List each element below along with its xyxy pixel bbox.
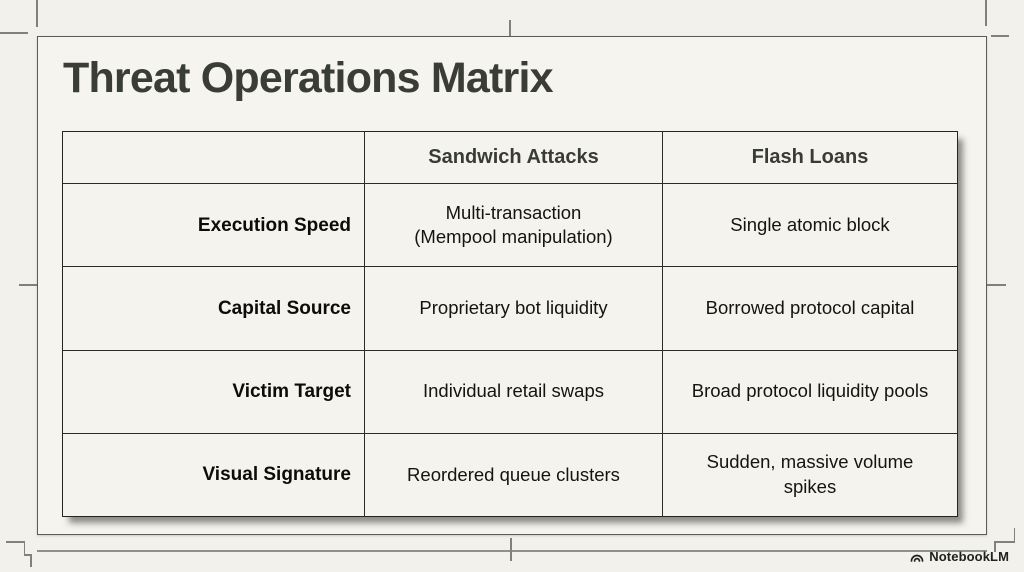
cell-visual-signature-sandwich: Reordered queue clusters — [364, 432, 662, 516]
cell-execution-speed-sandwich: Multi-transaction (Mempool manipulation) — [364, 183, 662, 267]
table-corner-cell — [63, 132, 364, 183]
branding-footer: NotebookLM — [910, 549, 1009, 564]
notebooklm-logo-icon — [910, 551, 924, 563]
row-label-execution-speed: Execution Speed — [63, 183, 364, 266]
row-label-visual-signature: Visual Signature — [63, 432, 364, 516]
cell-victim-target-flash: Broad protocol liquidity pools — [662, 349, 957, 433]
cell-visual-signature-flash: Sudden, massive volume spikes — [662, 432, 957, 516]
page-title: Threat Operations Matrix — [63, 54, 554, 102]
crop-mark-middle-right-tick — [987, 284, 1006, 286]
cell-victim-target-sandwich: Individual retail swaps — [364, 349, 662, 433]
crop-mark-bottom-left-step — [30, 554, 32, 567]
crop-mark-bottom-left-step — [23, 541, 25, 555]
crop-mark-bottom-right-step — [994, 541, 996, 552]
crop-mark-top-center-tick — [509, 20, 511, 37]
notebooklm-label: NotebookLM — [929, 549, 1009, 564]
crop-mark-top-right-tick — [991, 35, 1009, 37]
cell-execution-speed-flash: Single atomic block — [662, 183, 957, 267]
row-label-victim-target: Victim Target — [63, 349, 364, 433]
threat-operations-table: Sandwich Attacks Flash Loans Execution S… — [62, 131, 958, 517]
cell-capital-source-flash: Borrowed protocol capital — [662, 266, 957, 350]
crop-mark-bottom-right-step — [1013, 528, 1015, 542]
bottom-rule-line — [37, 550, 987, 552]
crop-mark-bottom-left-step — [23, 554, 32, 556]
row-label-capital-source: Capital Source — [63, 266, 364, 349]
cell-capital-source-sandwich: Proprietary bot liquidity — [364, 266, 662, 350]
crop-mark-top-left-horizontal — [0, 32, 28, 34]
crop-mark-bottom-right-step — [994, 541, 1015, 543]
crop-mark-bottom-left-step — [6, 541, 25, 543]
crop-mark-bottom-center-tick — [510, 538, 512, 561]
crop-mark-middle-left-tick — [19, 284, 38, 286]
column-header-flash-loans: Flash Loans — [662, 132, 957, 183]
column-header-sandwich-attacks: Sandwich Attacks — [364, 132, 662, 183]
crop-mark-top-right-vertical — [985, 0, 987, 26]
crop-mark-top-left-vertical — [36, 0, 38, 27]
